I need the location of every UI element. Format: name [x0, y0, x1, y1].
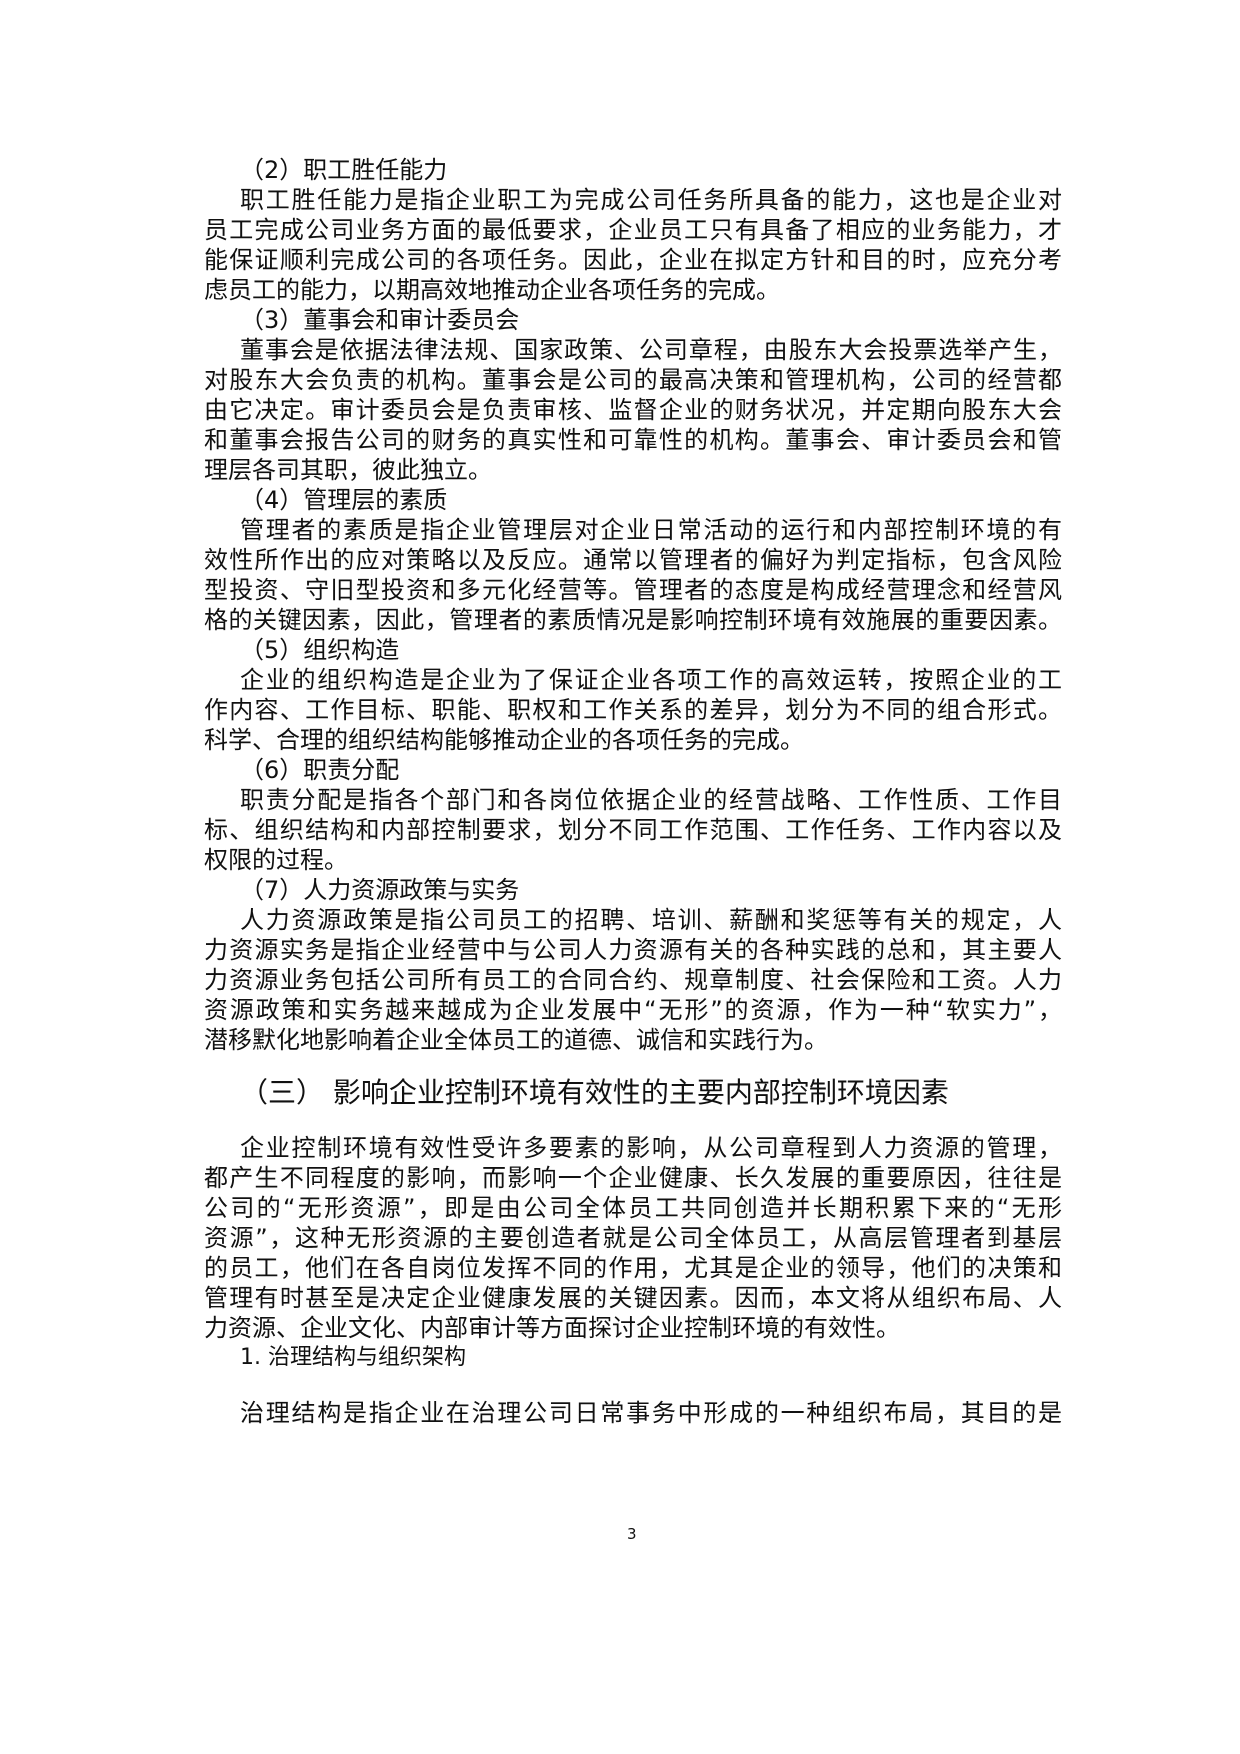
subsection-heading: （5）组织构造 [240, 636, 400, 664]
paragraph-line: 员工完成公司业务方面的最低要求，企业员工只有具备了相应的业务能力，才 [204, 216, 1062, 244]
paragraph-line: 公司的“无形资源”，即是由公司全体员工共同创造并长期积累下来的“无形 [204, 1194, 1062, 1222]
subsection-heading: （4）管理层的素质 [240, 486, 448, 514]
paragraph-line: 能保证顺利完成公司的各项任务。因此，企业在拟定方针和目的时，应充分考 [204, 246, 1062, 274]
paragraph-line: 管理者的素质是指企业管理层对企业日常活动的运行和内部控制环境的有 [240, 516, 1062, 544]
paragraph-line: 力资源业务包括公司所有员工的合同合约、规章制度、社会保险和工资。人力 [204, 966, 1062, 994]
paragraph-line: 的员工，他们在各自岗位发挥不同的作用，尤其是企业的领导，他们的决策和 [204, 1254, 1062, 1282]
subsection-heading: （7）人力资源政策与实务 [240, 876, 520, 904]
paragraph-line: 职工胜任能力是指企业职工为完成公司任务所具备的能力，这也是企业对 [240, 186, 1062, 214]
section-heading: （三） 影响企业控制环境有效性的主要内部控制环境因素 [240, 1076, 949, 1109]
paragraph-line: 企业的组织构造是企业为了保证企业各项工作的高效运转，按照企业的工 [240, 666, 1062, 694]
paragraph-line: 职责分配是指各个部门和各岗位依据企业的经营战略、工作性质、工作目 [240, 786, 1062, 814]
paragraph-line: 都产生不同程度的影响，而影响一个企业健康、长久发展的重要原因，往往是 [204, 1164, 1062, 1192]
subsection-heading: （3）董事会和审计委员会 [240, 306, 520, 334]
paragraph-line: 科学、合理的组织结构能够推动企业的各项任务的完成。 [204, 726, 804, 754]
paragraph-line: 管理有时甚至是决定企业健康发展的关键因素。因而，本文将从组织布局、人 [204, 1284, 1062, 1312]
paragraph-line: 理层各司其职，彼此独立。 [204, 456, 492, 484]
paragraph-line: 权限的过程。 [204, 846, 348, 874]
paragraph-line: 资源”，这种无形资源的主要创造者就是公司全体员工，从高层管理者到基层 [204, 1224, 1062, 1252]
paragraph-line: 标、组织结构和内部控制要求，划分不同工作范围、工作任务、工作内容以及 [204, 816, 1062, 844]
subsection-heading: （2）职工胜任能力 [240, 156, 448, 184]
paragraph-line: 由它决定。审计委员会是负责审核、监督企业的财务状况，并定期向股东大会 [204, 396, 1062, 424]
paragraph-line: 企业控制环境有效性受许多要素的影响，从公司章程到人力资源的管理， [240, 1134, 1062, 1162]
paragraph-line: 人力资源政策是指公司员工的招聘、培训、薪酬和奖惩等有关的规定，人 [240, 906, 1062, 934]
paragraph-line: 格的关键因素，因此，管理者的素质情况是影响控制环境有效施展的重要因素。 [204, 606, 1062, 634]
paragraph-line: 作内容、工作目标、职能、职权和工作关系的差异，划分为不同的组合形式。 [204, 696, 1062, 724]
paragraph-line: 对股东大会负责的机构。董事会是公司的最高决策和管理机构，公司的经营都 [204, 366, 1062, 394]
subsection-heading: （6）职责分配 [240, 756, 400, 784]
page-number: 3 [627, 1525, 637, 1543]
paragraph-line: 董事会是依据法律法规、国家政策、公司章程，由股东大会投票选举产生， [240, 336, 1062, 364]
paragraph-line: 虑员工的能力，以期高效地推动企业各项任务的完成。 [204, 276, 780, 304]
paragraph-line: 治理结构是指企业在治理公司日常事务中形成的一种组织布局，其目的是 [240, 1399, 1062, 1427]
paragraph-line: 力资源、企业文化、内部审计等方面探讨企业控制环境的有效性。 [204, 1314, 900, 1342]
paragraph-line: 和董事会报告公司的财务的真实性和可靠性的机构。董事会、审计委员会和管 [204, 426, 1062, 454]
paragraph-line: 型投资、守旧型投资和多元化经营等。管理者的态度是构成经营理念和经营风 [204, 576, 1062, 604]
paragraph-line: 资源政策和实务越来越成为企业发展中“无形”的资源，作为一种“软实力”， [204, 996, 1062, 1024]
paragraph-line: 力资源实务是指企业经营中与公司人力资源有关的各种实践的总和，其主要人 [204, 936, 1062, 964]
paragraph-line: 潜移默化地影响着企业全体员工的道德、诚信和实践行为。 [204, 1026, 828, 1054]
paragraph-line: 效性所作出的应对策略以及反应。通常以管理者的偏好为判定指标，包含风险 [204, 546, 1062, 574]
numbered-heading: 1. 治理结构与组织架构 [240, 1345, 466, 1370]
